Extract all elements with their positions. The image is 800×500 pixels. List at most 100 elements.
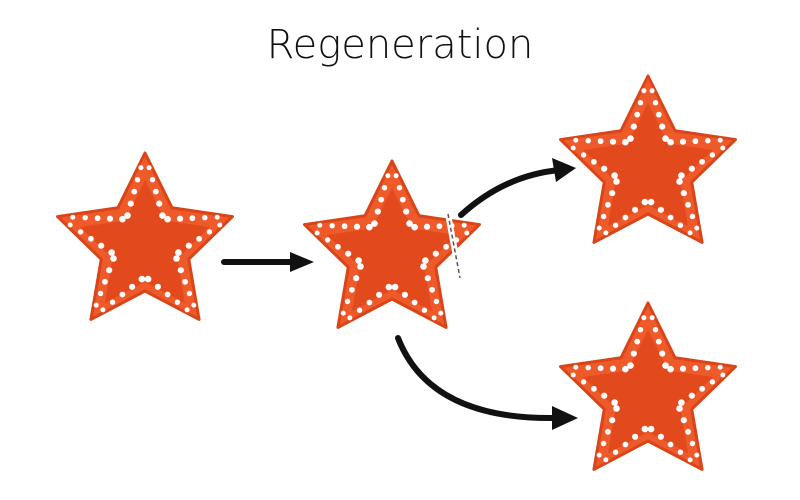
starfish-dot bbox=[699, 158, 705, 165]
starfish-dot bbox=[678, 399, 685, 406]
starfish-dot bbox=[694, 225, 700, 231]
starfish-dot bbox=[687, 230, 693, 236]
starfish-dot bbox=[138, 165, 144, 171]
starfish-dot bbox=[131, 188, 138, 195]
starfish-dot bbox=[100, 307, 106, 313]
starfish-dot bbox=[678, 172, 685, 179]
starfish-dot bbox=[182, 278, 189, 285]
starfish-dot bbox=[464, 230, 470, 236]
starfish-dot bbox=[429, 286, 435, 293]
starfish-dot bbox=[144, 275, 152, 283]
starfish-dot bbox=[88, 235, 94, 242]
starfish-dot bbox=[647, 198, 655, 206]
starfish-dot bbox=[353, 275, 360, 282]
starfish-dot bbox=[709, 152, 716, 158]
starfish-dot bbox=[381, 185, 388, 191]
starfish-dot bbox=[175, 249, 182, 256]
starfish-dot bbox=[680, 190, 687, 197]
arrow-icon-to-cut bbox=[221, 252, 314, 272]
starfish-dot bbox=[637, 100, 644, 106]
starfish-dot bbox=[176, 215, 184, 222]
starfish-dot bbox=[329, 223, 335, 229]
starfish-dot bbox=[433, 298, 440, 305]
starfish-dot bbox=[685, 201, 691, 208]
starfish-dot bbox=[641, 198, 649, 206]
starfish-dot bbox=[694, 452, 700, 458]
starfish-dot bbox=[124, 212, 131, 219]
starfish-dot bbox=[149, 177, 156, 183]
starfish-dot bbox=[585, 365, 591, 371]
starfish-dot bbox=[601, 165, 608, 172]
starfish-dot bbox=[184, 307, 190, 313]
starfish-dot bbox=[689, 440, 696, 447]
starfish-dot bbox=[622, 214, 629, 221]
starfish-dot bbox=[349, 286, 355, 293]
starfish-dot bbox=[344, 298, 351, 305]
starfish-dot bbox=[596, 452, 602, 458]
starfish-dot bbox=[689, 213, 696, 220]
starfish-dot bbox=[374, 208, 381, 215]
starfish-dot bbox=[70, 214, 76, 220]
starfish-dot bbox=[677, 449, 684, 455]
starfish-dot bbox=[657, 433, 665, 440]
starfish-dot bbox=[356, 307, 363, 313]
starfish-dot bbox=[424, 275, 431, 282]
starfish-dot bbox=[580, 379, 587, 385]
starfish-dot bbox=[134, 177, 141, 183]
starfish-dot bbox=[420, 263, 427, 270]
starfish-dot bbox=[436, 223, 443, 230]
starfish-dot bbox=[688, 165, 695, 172]
starfish-dot bbox=[699, 385, 705, 392]
starfish-dot bbox=[156, 200, 163, 207]
starfish-dot bbox=[609, 417, 616, 424]
starfish-dot bbox=[82, 215, 88, 221]
starfish-dot bbox=[77, 229, 84, 235]
starfish-dot bbox=[692, 138, 699, 145]
starfish-dot bbox=[622, 138, 629, 146]
starfish-dot bbox=[600, 440, 607, 447]
starfish-dot bbox=[632, 206, 639, 213]
starfish-dot bbox=[129, 283, 136, 290]
starfish-dot bbox=[106, 267, 113, 274]
starfish-dot bbox=[717, 364, 723, 370]
starfish-dot bbox=[600, 213, 607, 220]
starfish-dot bbox=[655, 338, 662, 345]
starfish-dot bbox=[609, 365, 617, 372]
starfish-dot bbox=[705, 365, 711, 371]
starfish-dot bbox=[677, 222, 684, 228]
starfish-dot bbox=[603, 230, 609, 236]
starfish-dot bbox=[687, 457, 693, 463]
starfish-dot bbox=[657, 206, 665, 213]
starfish-dot bbox=[93, 302, 99, 308]
starfish-dot bbox=[432, 250, 439, 257]
starfish-dot bbox=[688, 392, 695, 399]
starfish-dot bbox=[422, 257, 429, 264]
starfish-dot bbox=[146, 165, 152, 171]
starfish-dot bbox=[622, 365, 629, 373]
starfish-dot bbox=[399, 196, 406, 203]
starfish-dot bbox=[649, 88, 655, 94]
starfish-dot bbox=[177, 267, 184, 274]
starfish-dot bbox=[217, 222, 223, 228]
starfish-dot bbox=[173, 255, 180, 262]
starfish-dot bbox=[127, 200, 134, 207]
starfish-dot bbox=[355, 257, 362, 264]
starfish-whole-icon bbox=[56, 151, 234, 321]
starfish-dot bbox=[717, 137, 723, 143]
cut-line-marker bbox=[445, 213, 463, 279]
starfish-dot bbox=[580, 152, 587, 158]
starfish-dot bbox=[630, 123, 637, 130]
starfish-dot bbox=[667, 138, 674, 146]
starfish-regenerated-top-icon bbox=[559, 74, 737, 244]
starfish-dot bbox=[611, 399, 618, 406]
starfish-dot bbox=[347, 315, 353, 321]
starfish-dot bbox=[573, 137, 579, 143]
starfish-dot bbox=[378, 196, 385, 203]
starfish-dot bbox=[596, 225, 602, 231]
starfish-dot bbox=[119, 291, 126, 298]
starfish-dot bbox=[605, 428, 611, 435]
starfish-dot bbox=[649, 315, 655, 321]
starfish-dot bbox=[385, 283, 393, 291]
starfish-dot bbox=[692, 365, 699, 372]
